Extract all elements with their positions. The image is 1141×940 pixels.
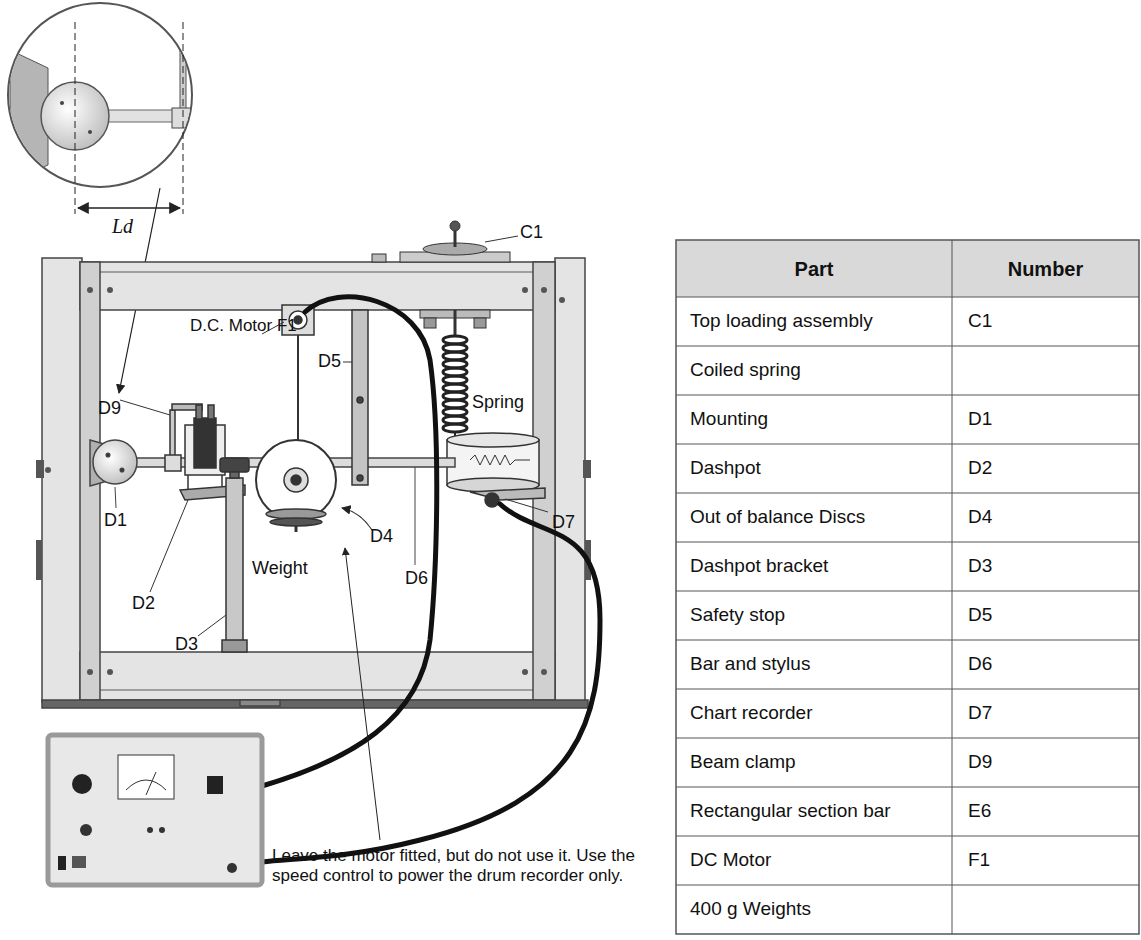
table-cell: Chart recorder [676, 689, 952, 738]
table-cell: C1 [952, 297, 1139, 346]
table-header: Part [676, 240, 952, 297]
safety-stop [343, 310, 368, 485]
table-cell: D4 [952, 493, 1139, 542]
callout-number: C1 [520, 222, 543, 244]
table-cell: Top loading assembly [676, 297, 952, 346]
callout-number: D7 [552, 512, 575, 534]
table-cell: D7 [952, 689, 1139, 738]
dimension-label: Ld [112, 214, 133, 238]
table-cell: D5 [952, 591, 1139, 640]
table-cell: D2 [952, 444, 1139, 493]
callout-number: D1 [104, 510, 127, 532]
dashpot-bracket [198, 458, 249, 652]
callout-number: D2 [132, 593, 155, 615]
table-cell: D3 [952, 542, 1139, 591]
instruction-note: Leave the motor fitted, but do not use i… [272, 846, 652, 887]
table-cell: Safety stop [676, 591, 952, 640]
table-cell: Rectangular section bar [676, 787, 952, 836]
screws [36, 287, 591, 675]
table-cell: D1 [952, 395, 1139, 444]
callout-number: D4 [370, 526, 393, 548]
callout-number: D6 [405, 568, 428, 590]
parts-table [676, 240, 1139, 934]
speed-control-unit [48, 735, 262, 885]
table-cell: F1 [952, 836, 1139, 885]
part-label: Weight [252, 558, 308, 580]
part-label: Spring [472, 392, 524, 414]
table-cell: E6 [952, 787, 1139, 836]
table-header: Number [952, 240, 1139, 297]
chart-recorder [447, 433, 548, 512]
callout-number: D5 [318, 351, 341, 373]
table-cell: Out of balance Discs [676, 493, 952, 542]
table-cell: Bar and stylus [676, 640, 952, 689]
table-cell: DC Motor [676, 836, 952, 885]
cables [262, 297, 600, 862]
table-cell: Coiled spring [676, 346, 952, 395]
callout-number: D3 [175, 634, 198, 656]
mounting [90, 440, 137, 508]
table-cell: D9 [952, 738, 1139, 787]
motor-disc [256, 305, 372, 532]
table-cell: Mounting [676, 395, 952, 444]
part-label: D.C. Motor F1 [190, 316, 297, 336]
callout-number: D9 [98, 398, 121, 420]
top-loading-assembly [372, 221, 518, 335]
table-cell: 400 g Weights [676, 885, 952, 934]
table-cell: Beam clamp [676, 738, 952, 787]
table-cell: Dashpot bracket [676, 542, 952, 591]
table-cell: D6 [952, 640, 1139, 689]
frame [42, 258, 588, 708]
table-cell: Dashpot [676, 444, 952, 493]
